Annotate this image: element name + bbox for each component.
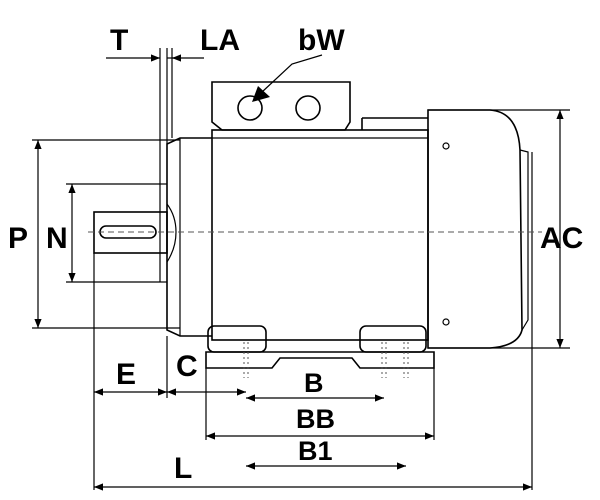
stator-body [211, 129, 429, 341]
front-flange [166, 137, 212, 337]
motor-outline [88, 81, 542, 378]
fan-cover-screw-bottom [442, 318, 450, 326]
terminal-hole-left [237, 95, 263, 121]
front-foot [207, 325, 267, 353]
bw-arrow-head [252, 86, 270, 102]
label-t: T [110, 24, 128, 57]
label-n: N [46, 222, 68, 255]
rear-foot [359, 325, 427, 353]
label-p: P [8, 222, 28, 255]
label-e: E [116, 358, 136, 391]
label-la: LA [200, 24, 240, 57]
base-plate [205, 351, 435, 369]
dimension-arrows [34, 54, 564, 491]
label-bb: BB [296, 404, 335, 434]
label-b1: B1 [298, 436, 333, 466]
label-l: L [174, 452, 192, 485]
fan-cover-screw-top [442, 142, 450, 150]
label-c: C [176, 350, 198, 383]
extension-lines [32, 48, 570, 490]
dimension-labels: T LA bW P N AC E C B BB B1 L [8, 24, 583, 485]
label-ac: AC [540, 222, 583, 255]
fan-cover [427, 109, 523, 349]
terminal-hole-right [295, 95, 321, 121]
terminal-box [211, 81, 351, 131]
label-bw: bW [298, 24, 345, 57]
label-b: B [304, 368, 324, 398]
